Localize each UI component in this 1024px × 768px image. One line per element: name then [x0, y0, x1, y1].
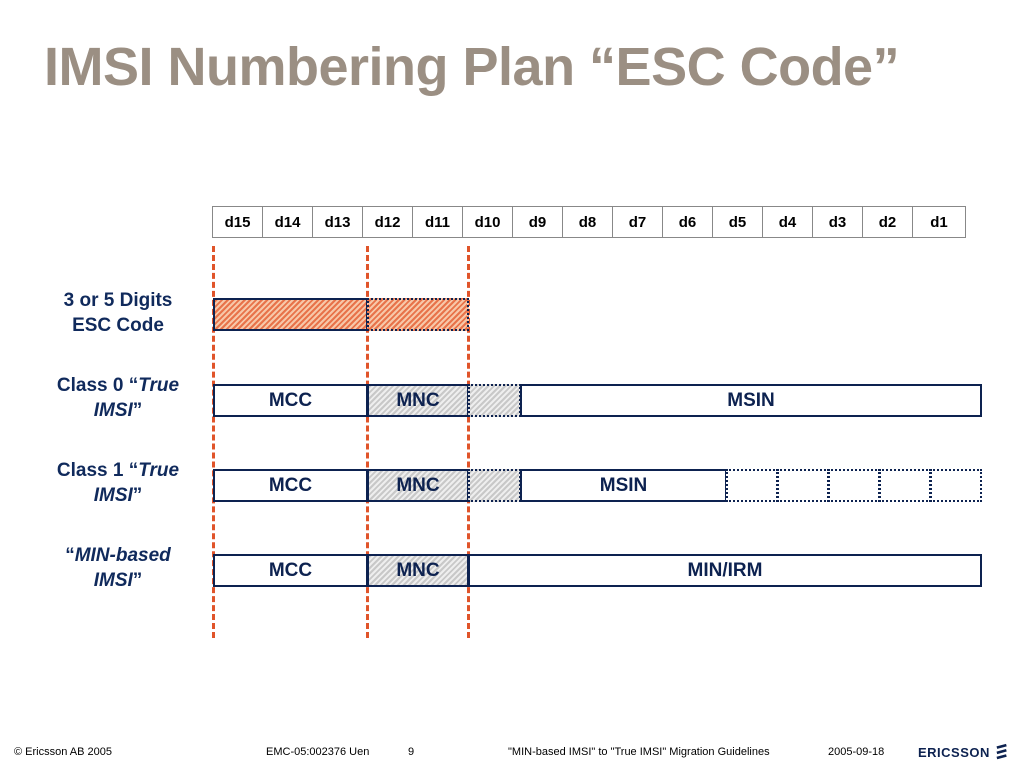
msin-optional-digit: [828, 469, 880, 502]
msin-field: MSIN: [520, 469, 727, 502]
digit-header-cell: d1: [930, 213, 948, 231]
digit-header-cell: d3: [813, 207, 863, 237]
digit-header-cell: d12: [363, 207, 413, 237]
msin-optional-digit: [930, 469, 982, 502]
ericsson-logo: ERICSSON: [918, 740, 1008, 764]
dashed-divider: [212, 246, 215, 638]
mnc-field: MNC: [367, 469, 469, 502]
row-label-esc-code: 3 or 5 Digits ESC Code: [63, 290, 173, 336]
msin-optional-digit: [777, 469, 829, 502]
mnc-field: MNC: [367, 554, 469, 587]
digit-header-cell: d13: [313, 207, 363, 237]
mcc-field: MCC: [213, 554, 368, 587]
msin-field: MSIN: [520, 384, 982, 417]
footer-doc-title: "MIN-based IMSI" to "True IMSI" Migratio…: [508, 746, 770, 758]
digit-header-cell: d11: [413, 207, 463, 237]
ericsson-mark-icon: [996, 743, 1007, 760]
mcc-field: MCC: [213, 469, 368, 502]
digit-header-cell: d9: [513, 207, 563, 237]
footer-page-number: 9: [408, 746, 415, 758]
brand-wordmark: ERICSSON: [918, 744, 990, 760]
dashed-divider: [366, 246, 369, 638]
digit-header-cell: d7: [613, 207, 663, 237]
digit-header-cell: d5: [713, 207, 763, 237]
digit-header-cell: d14: [263, 207, 313, 237]
digit-header-cell: d6: [663, 207, 713, 237]
msin-optional-digit: [879, 469, 931, 502]
mnc-optional-digit: [468, 469, 521, 502]
min-irm-field: MIN/IRM: [468, 554, 982, 587]
digit-header-cell: d8: [563, 207, 613, 237]
mcc-field: MCC: [213, 384, 368, 417]
row-label-class1: Class 1 “True IMSI”: [56, 460, 180, 506]
esc-code-optional-block: [367, 298, 469, 331]
footer-date: 2005-09-18: [828, 746, 885, 758]
mnc-optional-digit: [468, 384, 521, 417]
row-label-class0: Class 0 “True IMSI”: [56, 375, 180, 421]
mnc-field: MNC: [367, 384, 469, 417]
page-title: IMSI Numbering Plan “ESC Code”: [44, 37, 900, 97]
digit-header-cell: d2: [863, 207, 913, 237]
msin-optional-digit: [726, 469, 778, 502]
row-label-min-based: “MIN-based IMSI”: [65, 545, 171, 591]
dashed-divider: [467, 246, 470, 638]
digit-header-cell: d4: [763, 207, 813, 237]
esc-code-3digit-block: [213, 298, 368, 331]
footer-doc-id: EMC-05:002376 Uen: [266, 746, 370, 758]
footer: © Ericsson AB 2005 EMC-05:002376 Uen 9 "…: [0, 740, 1024, 764]
digit-header-cell: d10: [463, 207, 513, 237]
digit-header-cell: d15: [213, 207, 263, 237]
footer-copyright: © Ericsson AB 2005: [14, 746, 112, 758]
